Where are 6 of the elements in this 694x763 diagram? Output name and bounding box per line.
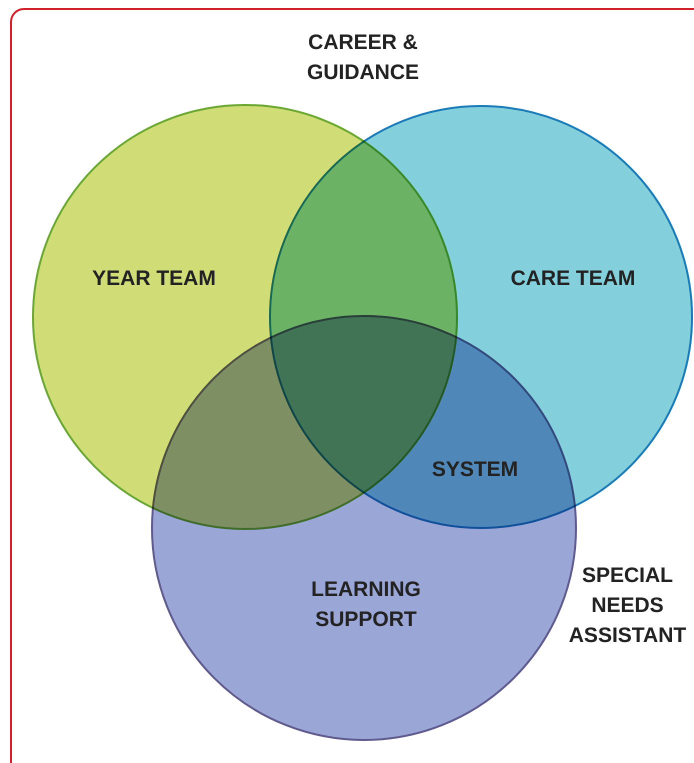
region-label: SYSTEM [430,457,520,483]
circle-label: LEARNING SUPPORT [310,577,422,633]
region-label: SPECIAL NEEDS ASSISTANT [568,563,688,649]
circle-label: YEAR TEAM [91,266,217,292]
circle-label: CARE TEAM [510,266,636,292]
region-label: CAREER & GUIDANCE [306,30,420,86]
